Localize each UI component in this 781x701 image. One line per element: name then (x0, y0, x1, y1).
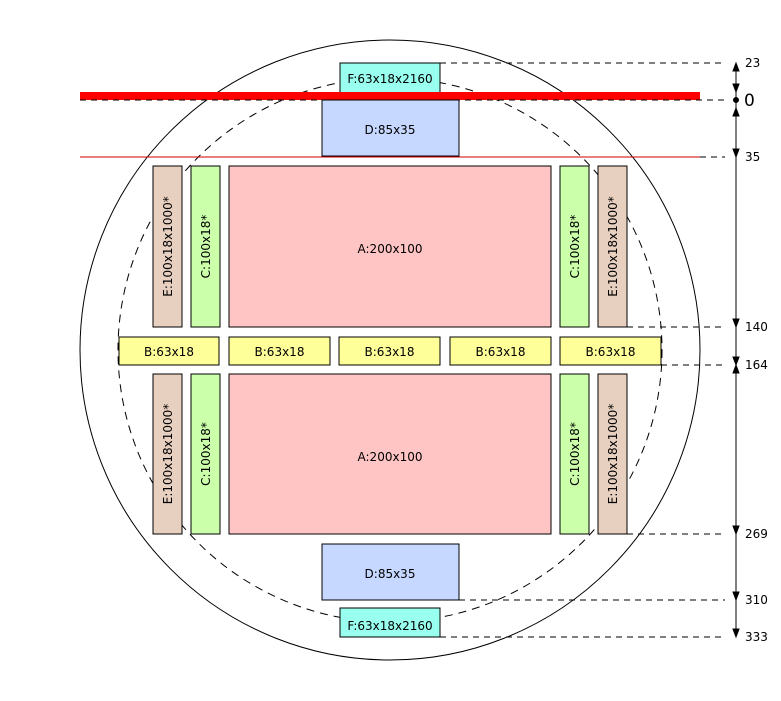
box-e-upper-left (152, 165, 183, 328)
dim-label-0: 0 (744, 91, 755, 111)
box-b-1-label: B:63x18 (144, 345, 194, 359)
arrow-310 (732, 591, 740, 602)
box-c-lower-right-label: C:100x18* (568, 422, 582, 486)
box-c-lower-left (190, 373, 221, 535)
box-e-upper-left-label: E:100x18x1000* (161, 196, 175, 297)
box-c-upper-left (190, 165, 221, 328)
box-a-upper (228, 165, 552, 328)
box-b-1 (118, 336, 220, 366)
box-d-bottom (321, 543, 460, 601)
box-f-top (339, 62, 441, 94)
box-e-upper-right-label: E:100x18x1000* (606, 196, 620, 297)
dim-label-140: 140 (745, 320, 768, 334)
dim-label-269: 269 (745, 527, 768, 541)
box-e-lower-right-label: E:100x18x1000* (606, 404, 620, 505)
box-c-upper-left-label: C:100x18* (199, 215, 213, 279)
dim-label-333: 333 (745, 630, 768, 644)
red-reference-line (80, 92, 700, 100)
box-b-4 (449, 336, 552, 366)
box-e-lower-left-label: E:100x18x1000* (161, 404, 175, 505)
dimension-extension-lines (80, 62, 725, 638)
box-e-upper-right (597, 165, 628, 328)
box-c-lower-right (559, 373, 590, 535)
dimension-axis (732, 61, 740, 639)
box-b-5-label: B:63x18 (586, 345, 636, 359)
dim-label-164: 164 (745, 358, 768, 372)
arrow-23 (732, 61, 740, 72)
arrow-35 (732, 148, 740, 159)
box-a-upper-label: A:200x100 (358, 242, 423, 256)
wafer-outer-circle (79, 39, 701, 661)
zero-marker (733, 97, 739, 103)
box-b-2-label: B:63x18 (255, 345, 305, 359)
box-d-top (321, 99, 460, 157)
box-a-lower (228, 373, 552, 535)
box-a-lower-label: A:200x100 (358, 450, 423, 464)
box-d-top-label: D:85x35 (365, 123, 416, 137)
box-f-bottom-label: F:63x18x2160 (347, 619, 432, 633)
box-b-3-label: B:63x18 (365, 345, 415, 359)
box-b-2 (228, 336, 331, 366)
box-d-bottom-label: D:85x35 (365, 567, 416, 581)
dim-label-310: 310 (745, 593, 768, 607)
box-e-lower-right (597, 373, 628, 535)
arrow-164-down (732, 363, 740, 374)
arrow-0-down (732, 106, 740, 117)
dim-label-35: 35 (745, 150, 760, 164)
box-f-top-label: F:63x18x2160 (347, 72, 432, 86)
box-b-5 (559, 336, 662, 366)
arrow-140 (732, 318, 740, 329)
box-c-upper-right (559, 165, 590, 328)
arrow-0-up (732, 83, 740, 94)
arrow-333 (732, 628, 740, 639)
box-b-3 (338, 336, 441, 366)
box-c-upper-right-label: C:100x18* (568, 215, 582, 279)
dim-label-23: 23 (745, 56, 760, 70)
arrow-269 (732, 525, 740, 536)
box-e-lower-left (152, 373, 183, 535)
box-f-bottom (339, 607, 441, 638)
box-c-lower-left-label: C:100x18* (199, 422, 213, 486)
box-b-4-label: B:63x18 (476, 345, 526, 359)
arrow-164-up (732, 356, 740, 367)
